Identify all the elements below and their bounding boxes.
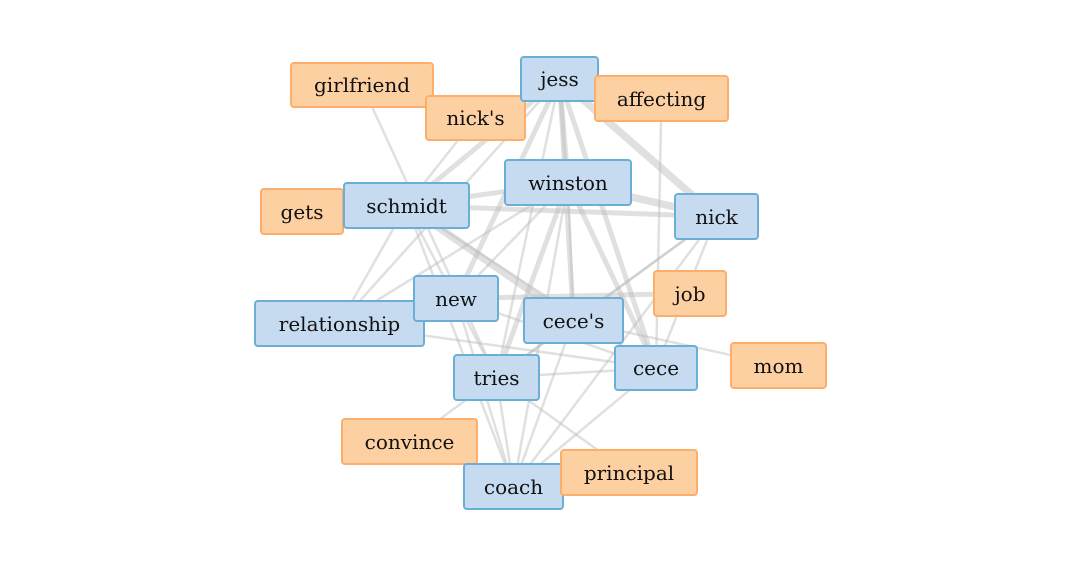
node-gets[interactable]: gets	[260, 188, 344, 235]
node-winston[interactable]: winston	[504, 159, 632, 206]
edge-schmidt-coach	[405, 205, 515, 487]
edge-winston-tries	[494, 181, 571, 379]
node-relationship[interactable]: relationship	[254, 300, 425, 347]
node-mom[interactable]: mom	[730, 342, 827, 389]
edge-affecting-cece	[654, 98, 663, 369]
edge-girlfriend-tries	[360, 84, 498, 379]
node-job[interactable]: job	[653, 270, 727, 317]
node-girlfriend[interactable]: girlfriend	[290, 62, 434, 108]
node-nicks[interactable]: nick's	[425, 95, 526, 141]
node-nick[interactable]: nick	[674, 193, 759, 240]
node-tries[interactable]: tries	[453, 354, 540, 401]
node-schmidt[interactable]: schmidt	[343, 182, 470, 229]
node-affecting[interactable]: affecting	[594, 75, 729, 122]
node-principal[interactable]: principal	[560, 449, 698, 496]
node-jess[interactable]: jess	[520, 56, 599, 102]
edge-jess-tries	[495, 78, 561, 378]
edge-jess-cece	[557, 78, 659, 369]
node-cece[interactable]: cece	[614, 345, 698, 391]
node-coach[interactable]: coach	[463, 463, 564, 510]
edge-winston-cece	[565, 181, 659, 370]
node-ceces[interactable]: cece's	[523, 297, 624, 344]
node-new[interactable]: new	[413, 275, 499, 322]
edge-ceces-coach	[512, 320, 575, 487]
node-convince[interactable]: convince	[341, 418, 478, 465]
